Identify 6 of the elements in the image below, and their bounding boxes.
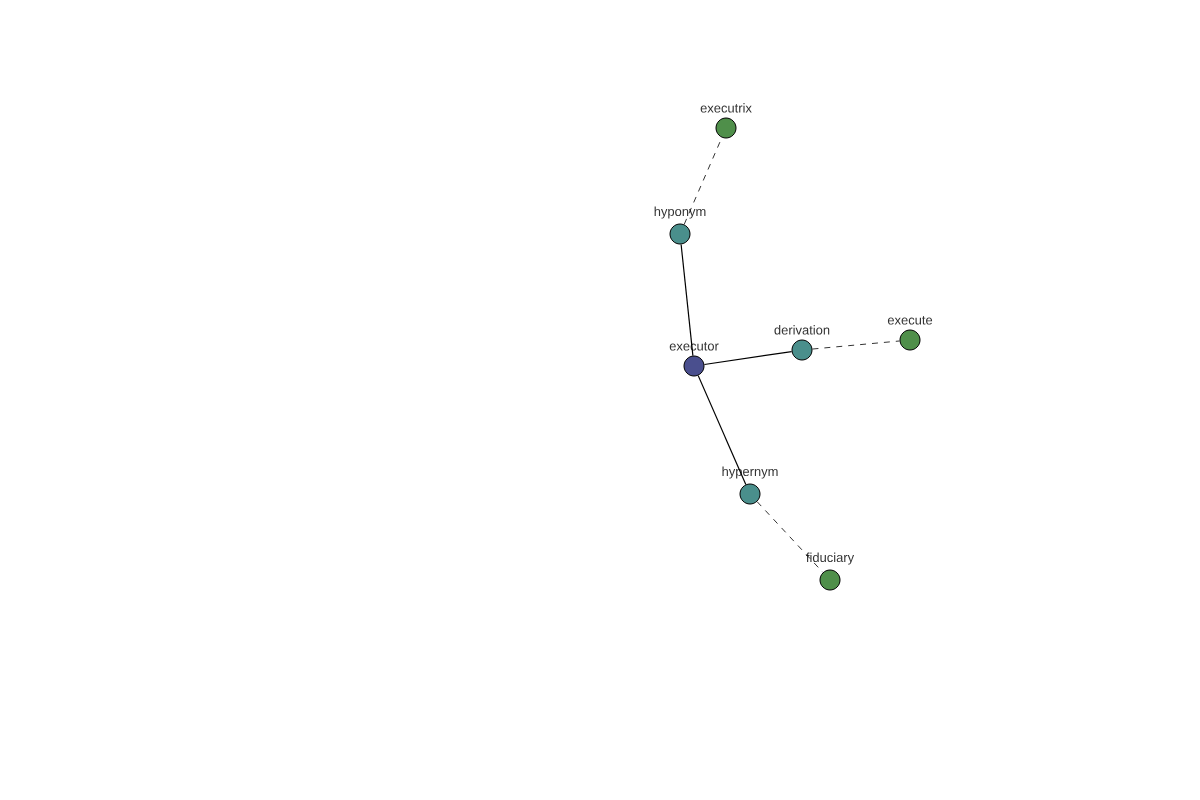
connector-line [683,137,723,225]
connector-line [680,243,694,357]
connector-line [812,340,900,350]
connector-line [756,501,824,573]
connector-line [703,350,793,366]
connector-line [697,375,747,485]
